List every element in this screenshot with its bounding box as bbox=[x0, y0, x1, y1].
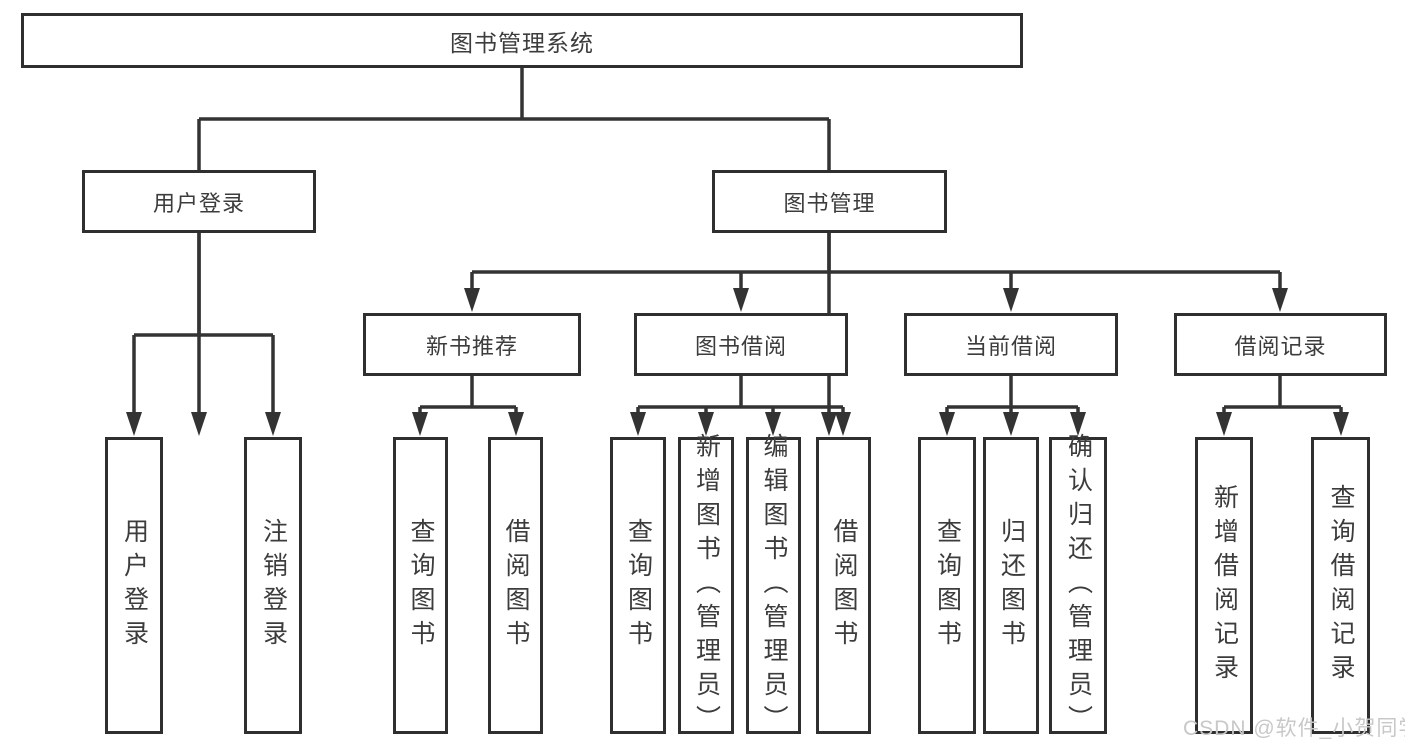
leaf-query-borrow-record: 查询借阅记录 bbox=[1311, 437, 1370, 734]
leaf-return-book: 归还图书 bbox=[983, 437, 1039, 734]
leaf-label: 新增借阅记录 bbox=[1210, 483, 1239, 688]
leaf-query-books-3: 查询图书 bbox=[918, 437, 976, 734]
leaf-label: 确认归还（管理员） bbox=[1064, 432, 1093, 739]
node-current-borrowing: 当前借阅 bbox=[904, 313, 1118, 376]
node-borrow-records: 借阅记录 bbox=[1174, 313, 1387, 376]
leaf-label: 新增图书（管理员） bbox=[692, 432, 721, 739]
leaf-logout: 注销登录 bbox=[244, 437, 302, 734]
leaf-add-book-admin: 新增图书（管理员） bbox=[678, 433, 734, 739]
leaf-label: 借阅图书 bbox=[502, 517, 530, 654]
leaf-label: 归还图书 bbox=[997, 517, 1026, 654]
leaf-edit-book-admin: 编辑图书（管理员） bbox=[746, 433, 801, 739]
leaf-query-books-1: 查询图书 bbox=[393, 437, 448, 734]
node-new-book-recommend: 新书推荐 bbox=[363, 313, 581, 376]
leaf-label: 用户登录 bbox=[120, 517, 149, 654]
leaf-add-borrow-record: 新增借阅记录 bbox=[1195, 437, 1253, 734]
leaf-label: 查询图书 bbox=[933, 517, 962, 654]
leaf-query-books-2: 查询图书 bbox=[610, 437, 666, 734]
node-book-borrowing: 图书借阅 bbox=[634, 313, 848, 376]
leaf-label: 查询借阅记录 bbox=[1327, 483, 1355, 688]
leaf-label: 注销登录 bbox=[259, 517, 288, 654]
leaf-borrow-books-1: 借阅图书 bbox=[488, 437, 543, 734]
leaf-confirm-return-admin: 确认归还（管理员） bbox=[1049, 433, 1107, 739]
leaf-label: 查询图书 bbox=[407, 517, 435, 654]
leaf-user-login: 用户登录 bbox=[105, 437, 163, 734]
leaf-borrow-books-2: 借阅图书 bbox=[816, 437, 871, 734]
csdn-watermark: CSDN @软件_小贺同学 bbox=[1183, 717, 1405, 740]
node-user-login: 用户登录 bbox=[82, 170, 316, 233]
node-library-system: 图书管理系统 bbox=[21, 13, 1023, 68]
leaf-label: 查询图书 bbox=[624, 517, 653, 654]
leaf-label: 编辑图书（管理员） bbox=[760, 432, 788, 739]
leaf-label: 借阅图书 bbox=[830, 517, 858, 654]
node-book-management: 图书管理 bbox=[712, 170, 947, 233]
